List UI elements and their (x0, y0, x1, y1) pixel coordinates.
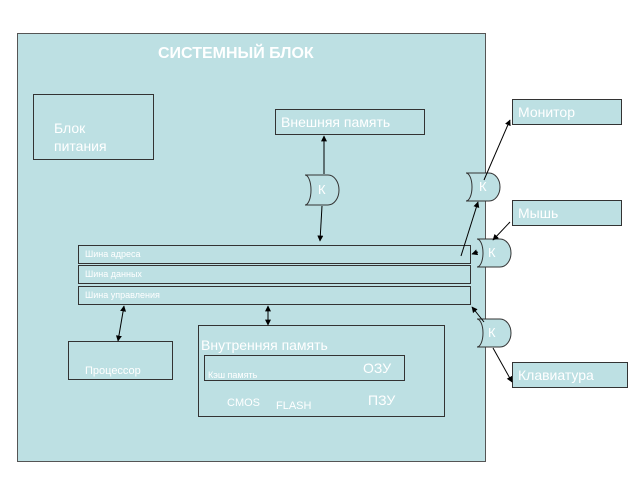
power-supply-label-line2: питания (54, 138, 107, 154)
controller-label: К (479, 179, 487, 194)
controller-label: К (488, 245, 496, 260)
cache-ram-box: Кэш память ОЗУ (204, 355, 405, 381)
arrow-mouse-controller (492, 221, 511, 241)
internal-memory-label: Внутренняя память (201, 337, 328, 353)
cache-memory-label: Кэш память (208, 370, 258, 380)
controller-label: К (488, 325, 496, 340)
external-memory-box: Внешняя память (275, 109, 425, 135)
power-supply-label-line1: Блок (54, 120, 86, 136)
power-supply-box: Блок питания (33, 94, 154, 160)
arrow-processor-bus (115, 305, 127, 342)
rom-label: ПЗУ (368, 392, 396, 408)
arrow-controller-bus (317, 205, 324, 242)
arrow-bus-monitor-controller (460, 201, 480, 257)
controller-monitor: К (465, 172, 501, 202)
controller-label: К (318, 182, 326, 197)
arrow-controller-monitor (483, 119, 511, 181)
flash-label: FLASH (276, 400, 312, 412)
controller-keyboard: К (476, 318, 512, 348)
controller-shape (476, 318, 512, 348)
system-unit-title: СИСТЕМНЫЙ БЛОК (158, 45, 314, 62)
controller-mouse: К (476, 238, 512, 268)
processor-label: Процессор (85, 365, 141, 377)
control-bus: Шина управления (78, 286, 471, 305)
controller-shape (304, 174, 340, 206)
address-bus: Шина адреса (78, 245, 471, 264)
arrow-keyboard-controller-bus (471, 306, 485, 323)
data-bus: Шина данных (78, 265, 471, 284)
arrow-controller-bus-mouse (471, 249, 479, 256)
external-memory-label: Внешняя память (281, 114, 391, 130)
arrow-controller-keyboard (492, 347, 513, 383)
keyboard-box: Клавиатура (512, 362, 628, 388)
cmos-label: CMOS (227, 397, 260, 409)
internal-memory-box: Внутренняя память Кэш память ОЗУ CMOS FL… (198, 325, 445, 417)
controller-shape (476, 238, 512, 268)
ram-label: ОЗУ (363, 360, 392, 376)
controller-external-memory: К (304, 174, 340, 206)
monitor-box: Монитор (512, 99, 622, 125)
mouse-box: Мышь (512, 200, 622, 226)
controller-shape (465, 172, 501, 202)
